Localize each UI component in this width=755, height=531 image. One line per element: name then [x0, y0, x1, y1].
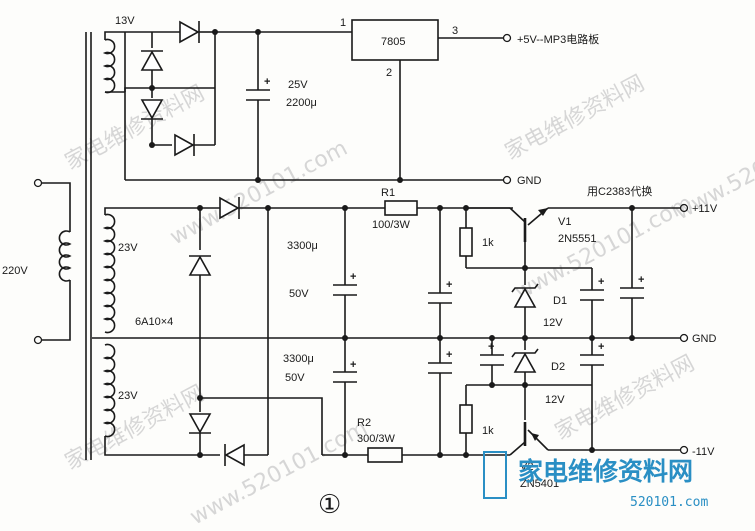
label-plus11v: +11V: [692, 203, 718, 215]
diode-icon: [140, 50, 164, 71]
zener-diode-icon: [513, 352, 537, 373]
label-23v-top: 23V: [118, 242, 138, 254]
label-cap-2200: 2200μ: [286, 97, 317, 109]
svg-text:+: +: [350, 271, 356, 283]
resistor-r2: [367, 447, 403, 463]
label-r1-val: 100/3W: [372, 219, 411, 231]
bridge-rectifier-top: [124, 20, 218, 180]
resistor-r1: [384, 200, 418, 216]
svg-text:+: +: [264, 76, 270, 88]
diode-icon: [224, 443, 245, 467]
diode-icon: [140, 99, 164, 120]
label-23v-bot: 23V: [118, 390, 138, 402]
figure-number: ①: [318, 489, 341, 519]
positive-rail: R1 100/3W + 3300μ 50V + 1k 用C238: [268, 184, 718, 345]
label-12v-top: 12V: [543, 317, 563, 329]
diode-icon: [188, 413, 212, 434]
svg-text:+: +: [638, 274, 644, 286]
negative-rail: + 3300μ 50V R2 300/3W + + 1k: [283, 335, 715, 490]
diode-icon: [188, 255, 212, 276]
label-12v-bot: 12V: [545, 394, 565, 406]
site-logo: 家电维修资料网 520101.com: [483, 451, 708, 510]
label-r2-val: 300/3W: [357, 433, 396, 445]
svg-text:+: +: [446, 349, 452, 361]
secondary-23v: 23V 23V 6A10×4: [92, 207, 680, 456]
regulator-7805: [351, 19, 439, 61]
label-r2: R2: [357, 417, 371, 429]
diode-icon: [179, 20, 200, 44]
label-v1: V1: [558, 216, 571, 228]
secondary-13v: 13V: [102, 15, 135, 94]
label-v1-part: 2N5551: [558, 233, 597, 245]
resistor-1k-bot: [459, 404, 473, 434]
resistor-1k-top: [459, 227, 473, 257]
label-1k-top: 1k: [482, 237, 494, 249]
diode-icon: [174, 133, 195, 157]
label-replace-note: 用C2383代换: [587, 184, 652, 198]
label-50v-top: 50V: [289, 288, 309, 300]
label-cap-25v: 25V: [288, 79, 308, 91]
label-gnd-top: GND: [517, 175, 542, 187]
transformer-core: [85, 32, 92, 460]
label-v2-part: ZN5401: [520, 478, 559, 490]
watermark-text: 家电维修资料网: [501, 71, 649, 165]
label-220v: 220V: [2, 265, 28, 277]
label-v2: V2: [520, 461, 533, 473]
transformer-primary: 220V: [2, 178, 72, 345]
label-13v: 13V: [115, 15, 135, 27]
svg-text:2: 2: [386, 67, 392, 79]
svg-text:+: +: [446, 279, 452, 291]
label-d2: D2: [551, 361, 565, 373]
label-gnd-mid: GND: [692, 333, 717, 345]
svg-text:3: 3: [452, 25, 458, 37]
regulator-section: + 25V 2200μ 7805 1 3 2 +5V--MP3电路板 GND: [125, 17, 599, 187]
label-minus11v: -11V: [692, 446, 715, 458]
label-50v-bot: 50V: [285, 372, 305, 384]
label-1k-bot: 1k: [482, 425, 494, 437]
label-r1: R1: [381, 187, 395, 199]
logo-url: 520101.com: [630, 495, 708, 510]
label-5v-out: +5V--MP3电路板: [517, 32, 599, 46]
svg-text:+: +: [350, 359, 356, 371]
svg-text:+: +: [598, 276, 604, 288]
svg-text:1: 1: [340, 17, 346, 29]
label-6a10: 6A10×4: [135, 316, 173, 328]
watermark-text: www.520101.com: [186, 416, 372, 531]
watermark-text: 家电维修资料网: [551, 351, 699, 445]
label-3300-top: 3300μ: [287, 240, 318, 252]
diode-icon: [219, 196, 240, 220]
watermark-text: 家电维修资料网: [61, 81, 209, 175]
logo-name: 家电维修资料网: [518, 457, 693, 486]
label-d1: D1: [553, 295, 567, 307]
label-3300-bot: 3300μ: [283, 353, 314, 365]
bridge-rectifier-bottom: [188, 196, 323, 467]
svg-text:+: +: [598, 341, 604, 353]
regulator-label: 7805: [381, 36, 405, 48]
svg-text:+: +: [488, 341, 494, 353]
